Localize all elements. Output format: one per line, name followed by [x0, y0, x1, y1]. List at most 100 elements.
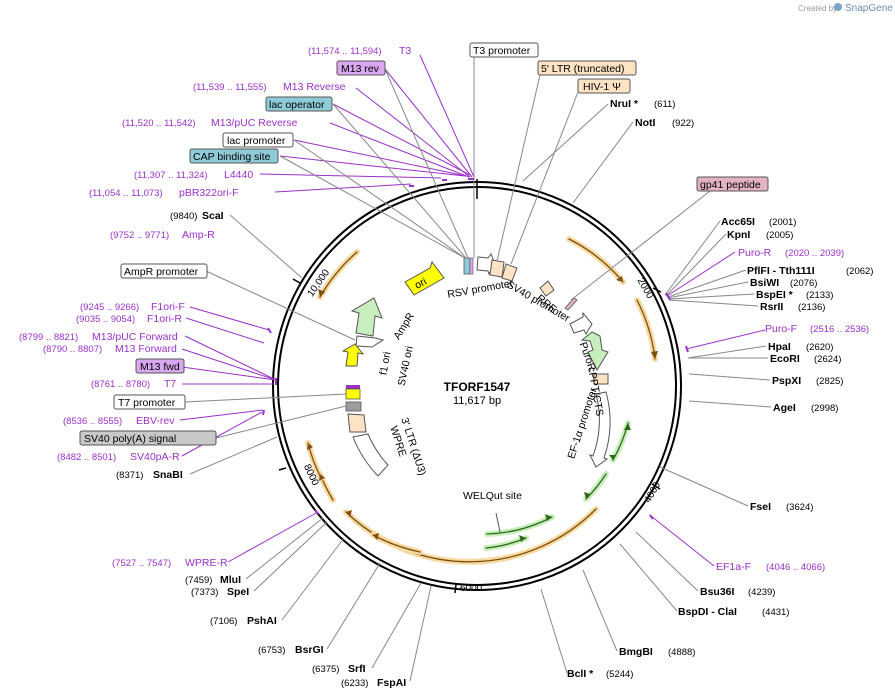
enzyme-pflfi-tth111i[interactable]: PflFI - Tth111I [747, 265, 815, 277]
inner-label-sv40-promoter: SV40 promoter [505, 279, 573, 325]
enzyme-spei[interactable]: SpeI [227, 586, 249, 598]
t7-promoter-box[interactable] [113, 394, 186, 410]
m13-rev-box[interactable] [336, 60, 386, 76]
lac-promoter-label: lac promoter [227, 135, 286, 147]
enzyme-srfi-pos: (6375) [312, 664, 339, 675]
tick-4000: 4000 [643, 480, 664, 505]
primer-f1ori-r[interactable]: F1ori-R [147, 313, 182, 325]
m13-fwd-box[interactable] [135, 358, 185, 374]
enzyme-nrui-pos: (611) [654, 99, 675, 110]
enzyme-scai[interactable]: ScaI [202, 210, 224, 222]
primer-sv40pa-r[interactable]: SV40pA-R [130, 451, 180, 463]
enzyme-pshai[interactable]: PshAI [247, 615, 277, 627]
primer-t7[interactable]: T7 [164, 378, 176, 390]
enzyme-bcli-pos: (5244) [606, 669, 633, 680]
enzyme-bmgbi[interactable]: BmgBI [619, 646, 653, 658]
sv40-polya-box[interactable] [79, 430, 217, 446]
lac-promoter-box[interactable] [222, 132, 294, 148]
primer-f1ori-f[interactable]: F1ori-F [151, 301, 185, 313]
enzyme-kpni-pos: (2005) [766, 230, 793, 241]
enzyme-fspai-pos: (6233) [341, 678, 368, 689]
m13-rev-label: M13 rev [341, 63, 380, 75]
primer-m13-forward[interactable]: M13 Forward [115, 343, 177, 355]
enzyme-bcli[interactable]: BclI * [567, 668, 594, 680]
enzyme-noti[interactable]: NotI [635, 117, 655, 129]
primer-t3-range: (11,574 .. 11,594) [308, 46, 382, 57]
enzyme-acc65i-pos: (2001) [769, 217, 796, 228]
enzyme-snabi-pos: (8371) [116, 470, 143, 481]
enzyme-nrui[interactable]: NruI * [610, 98, 639, 110]
enzyme-snabi[interactable]: SnaBI [153, 469, 183, 481]
primer-ef1a-f[interactable]: EF1a-F [716, 561, 751, 573]
primer-wpre-r[interactable]: WPRE-R [185, 557, 228, 569]
primer-amp-r[interactable]: Amp-R [182, 229, 215, 241]
lac-operator-label: lac operator [269, 99, 325, 111]
enzyme-pspxi[interactable]: PspXI [772, 375, 801, 387]
enzyme-bsrgi-pos: (6753) [258, 645, 285, 656]
primer-t3[interactable]: T3 [399, 45, 411, 57]
ampr-promoter-box[interactable] [120, 263, 208, 279]
primer-puro-r[interactable]: Puro-R [738, 247, 772, 259]
lac-operator-box[interactable] [265, 96, 333, 112]
primer-amp-r-range: (9752 .. 9771) [110, 230, 169, 241]
green-arrowheads [519, 423, 631, 542]
primer-m13-puc-reverse[interactable]: M13/pUC Reverse [211, 117, 298, 129]
enzyme-noti-pos: (922) [672, 118, 694, 129]
primer-pbr322ori-f[interactable]: pBR322ori-F [179, 187, 239, 199]
enzyme-fsei-pos: (3624) [786, 502, 813, 513]
primer-f1ori-r-range: (9035 .. 9054) [76, 314, 135, 325]
primer-puro-f[interactable]: Puro-F [765, 323, 797, 335]
enzyme-spei-pos: (7373) [191, 587, 218, 598]
enzyme-srfi[interactable]: SrfI [348, 663, 366, 675]
enzyme-agei[interactable]: AgeI [773, 402, 796, 414]
enzyme-agei-pos: (2998) [811, 403, 838, 414]
inner-label-rsv-promoter: RSV promoter [446, 277, 514, 300]
5ltr-label: 5' LTR (truncated) [541, 63, 625, 75]
5ltr-box[interactable] [537, 60, 637, 76]
enzyme-acc65i[interactable]: Acc65I [721, 216, 755, 228]
enzyme-mlui[interactable]: MluI [220, 574, 241, 586]
enzyme-rsrii[interactable]: RsrII [760, 301, 783, 313]
brand-created-by: Created by [798, 4, 837, 13]
enzyme-bspei[interactable]: BspEI * [756, 289, 794, 301]
brand-name: SnapGene [845, 3, 893, 14]
primer-m13-puc-forward[interactable]: M13/pUC Forward [92, 331, 178, 343]
enzyme-kpni[interactable]: KpnI [727, 229, 750, 241]
cap-binding-site-box[interactable] [189, 148, 279, 164]
primer-puro-f-range: (2516 .. 2536) [810, 324, 869, 335]
enzyme-ecori[interactable]: EcoRI [770, 353, 800, 365]
enzyme-bspdi-clai-pos: (4431) [762, 607, 789, 618]
enzyme-bmgbi-pos: (4888) [668, 647, 695, 658]
sv40-polya-label: SV40 poly(A) signal [84, 433, 176, 445]
orf-arrowheads [307, 276, 658, 540]
leader-lines [179, 54, 772, 682]
ampr-promoter-label: AmpR promoter [124, 266, 199, 278]
enzyme-scai-pos: (9840) [170, 211, 197, 222]
enzyme-bsrgi[interactable]: BsrGI [295, 644, 324, 656]
t3-promoter-box[interactable] [469, 42, 539, 58]
enzyme-bspdi-clai[interactable]: BspDI - ClaI [678, 606, 737, 618]
inner-label-sv40-ori: SV40 ori [396, 345, 416, 387]
enzyme-hpai[interactable]: HpaI [768, 341, 791, 353]
enzyme-fspai[interactable]: FspAI [377, 677, 406, 689]
hiv1-psi-box[interactable] [577, 78, 631, 94]
inner-label-ori: ori [413, 276, 429, 292]
t3-promoter-label: T3 promoter [473, 45, 531, 57]
enzyme-bsu36i-pos: (4239) [748, 587, 775, 598]
primer-l4440[interactable]: L4440 [224, 169, 253, 181]
primer-m13-forward-range: (8790 .. 8807) [43, 344, 102, 355]
enzyme-pspxi-pos: (2825) [816, 376, 843, 387]
primer-sv40pa-r-range: (8482 .. 8501) [57, 452, 116, 463]
enzyme-rsrii-pos: (2136) [798, 302, 825, 313]
gp41-peptide-box[interactable] [696, 176, 769, 192]
hiv1-psi-label: HIV-1 Ψ [583, 81, 621, 93]
enzyme-bspei-pos: (2133) [806, 290, 833, 301]
primer-ebv-rev[interactable]: EBV-rev [136, 415, 175, 427]
enzyme-bsu36i[interactable]: Bsu36I [700, 586, 735, 598]
primer-f1ori-f-range: (9245 .. 9266) [80, 302, 139, 313]
enzyme-bsiwi[interactable]: BsiWI [750, 277, 779, 289]
enzyme-pshai-pos: (7106) [210, 616, 237, 627]
enzyme-fsei[interactable]: FseI [750, 501, 771, 513]
primer-m13-reverse[interactable]: M13 Reverse [283, 81, 346, 93]
